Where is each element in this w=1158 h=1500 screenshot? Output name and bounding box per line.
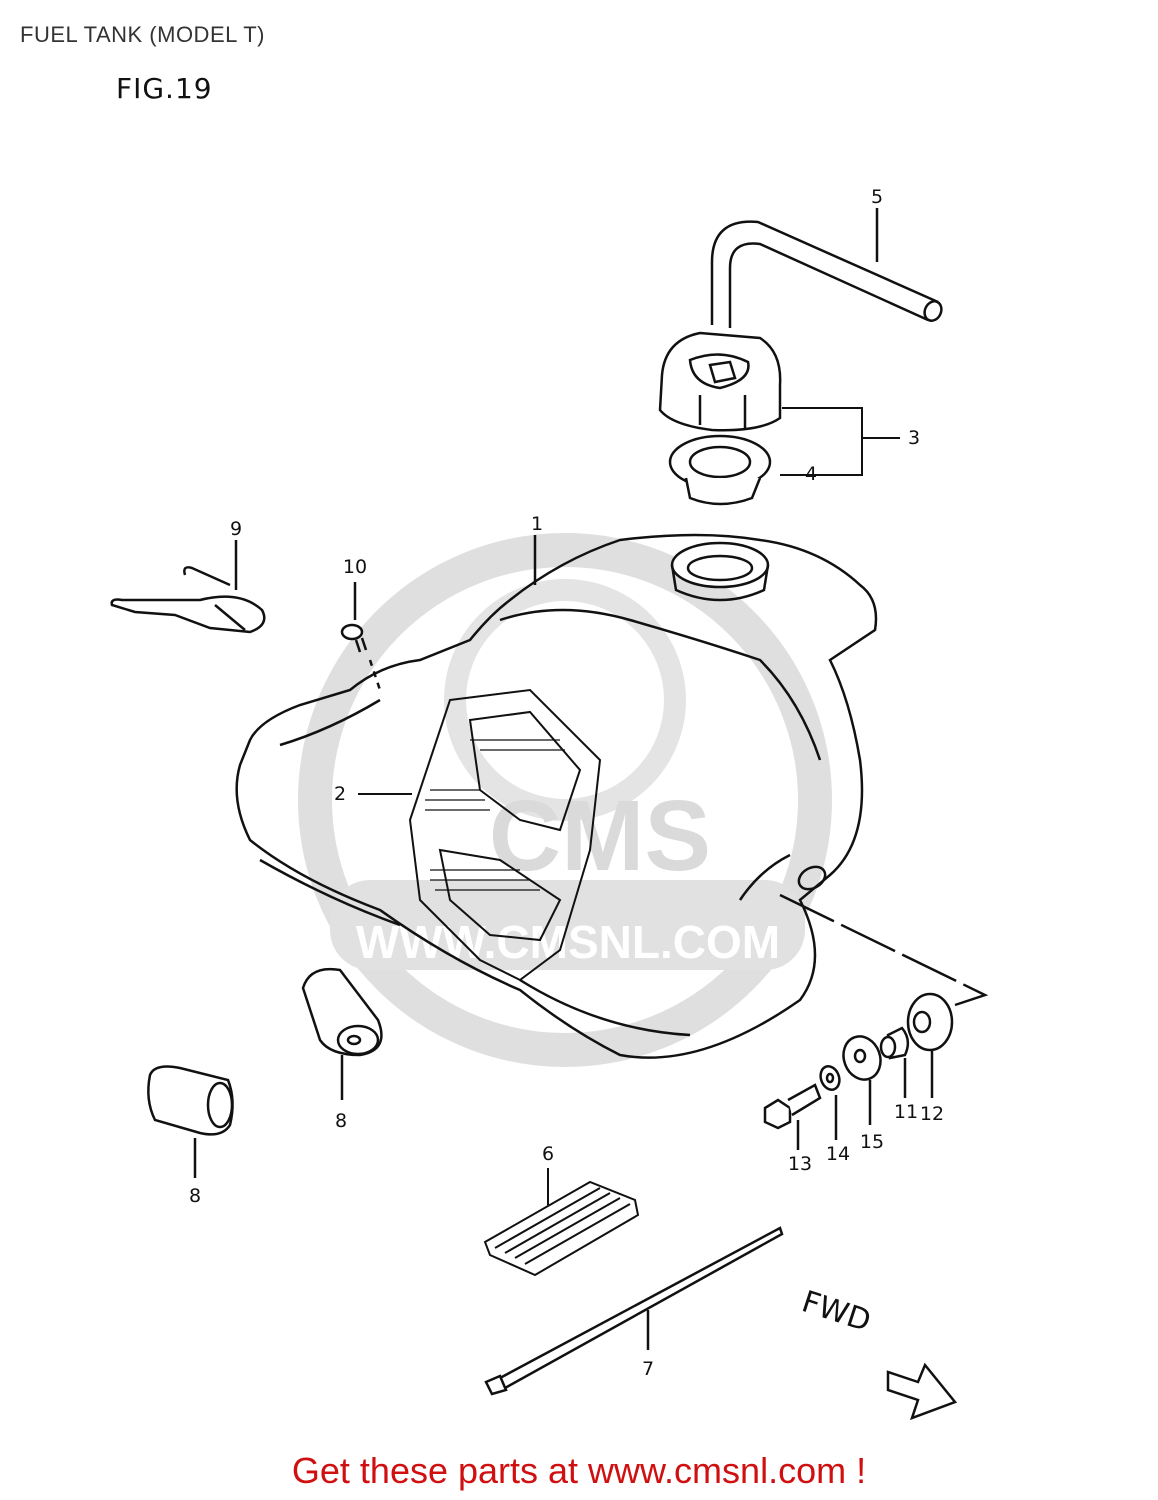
callout-12: 12: [920, 1103, 944, 1125]
fwd-label: FWD: [798, 1284, 875, 1339]
emblem-decal-part-2: [358, 688, 602, 982]
callout-15: 15: [860, 1131, 884, 1153]
callout-bracket-3-4: [780, 407, 900, 476]
cushion-part-8-lower: [147, 1065, 234, 1178]
cap-gasket-part-4: [668, 434, 772, 506]
callout-6: 6: [542, 1143, 554, 1165]
cable-tie-part-7: [484, 1226, 784, 1396]
forward-direction-indicator: FWD: [798, 1284, 958, 1421]
callout-9: 9: [230, 518, 242, 540]
fwd-arrow-icon: [886, 1362, 958, 1421]
callout-7: 7: [642, 1358, 654, 1380]
callout-1: 1: [531, 513, 543, 535]
callout-13: 13: [788, 1153, 812, 1175]
cushion-part-8-upper: [301, 967, 383, 1100]
callout-10: 10: [343, 556, 367, 578]
bolt-part-13: [763, 1083, 822, 1150]
collar-part-11: [879, 1026, 910, 1098]
grommet-part-12: [906, 992, 954, 1098]
mounting-hardware: [763, 992, 954, 1150]
callout-3: 3: [908, 427, 920, 449]
footer-parts-link[interactable]: Get these parts at www.cmsnl.com !: [291, 1450, 867, 1491]
breather-hose-part-5: [710, 208, 943, 328]
fuel-tank-part-1: [235, 533, 989, 1059]
fuel-cap-part-3: [658, 331, 782, 432]
callout-8-upper: 8: [335, 1110, 347, 1132]
watermark-brand: CMS: [489, 780, 711, 892]
page-title: FUEL TANK (MODEL T): [20, 22, 266, 47]
callout-2: 2: [334, 783, 346, 805]
callout-4: 4: [805, 463, 817, 485]
washer-part-15: [842, 1035, 882, 1125]
washer-part-14: [819, 1065, 841, 1140]
callout-11: 11: [894, 1101, 918, 1123]
pad-part-6: [483, 1168, 640, 1277]
callout-5: 5: [871, 186, 883, 208]
clamp-part-9: [110, 540, 266, 634]
screw-part-10: [340, 582, 382, 691]
figure-number: FIG.19: [116, 72, 213, 105]
callout-8-lower: 8: [189, 1185, 201, 1207]
callout-14: 14: [826, 1143, 850, 1165]
cms-watermark: CMS WWW.CMSNL.COM: [298, 533, 832, 1067]
